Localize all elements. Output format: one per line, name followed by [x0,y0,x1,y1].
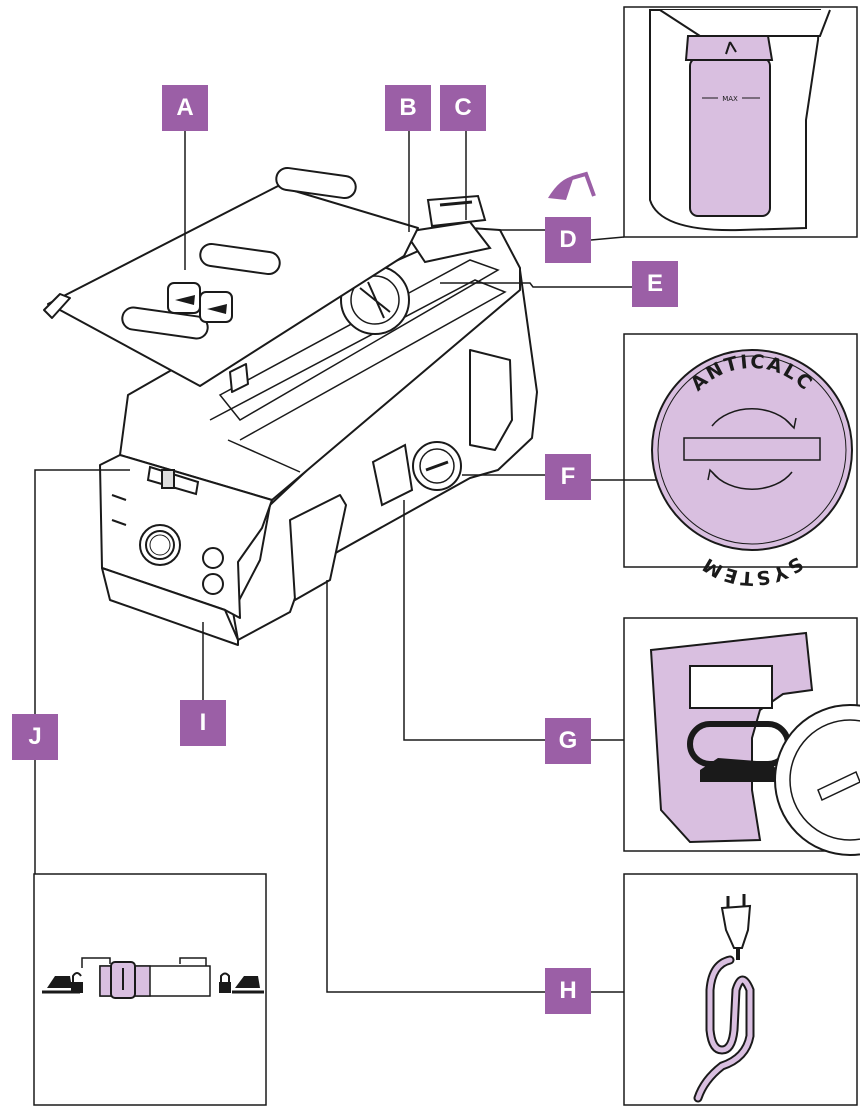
callout-label-i: I [180,700,226,746]
iron-rest-plate [43,166,419,393]
tank-max-mark: MAX [722,95,738,103]
inset-water-tank [623,6,858,238]
side-anticalc-area [371,441,462,507]
inset-iron-rest [623,617,860,856]
callout-label-b: B [385,85,431,131]
callout-label-d: D [545,217,591,263]
callout-label-g: G [545,718,591,764]
callout-label-h: H [545,968,591,1014]
callout-label-c: C [440,85,486,131]
leader-lines [34,131,657,993]
inset-anticalc-badge [623,333,858,568]
inset-lock-switch [33,873,267,1106]
callout-label-j: J [12,714,58,760]
inset-power-cord [623,873,858,1106]
front-controls [111,465,224,595]
callout-label-f: F [545,454,591,500]
top-deck-details [209,194,507,473]
callout-label-e: E [632,261,678,307]
callout-label-a: A [162,85,208,131]
steam-symbol-icon [548,171,596,200]
